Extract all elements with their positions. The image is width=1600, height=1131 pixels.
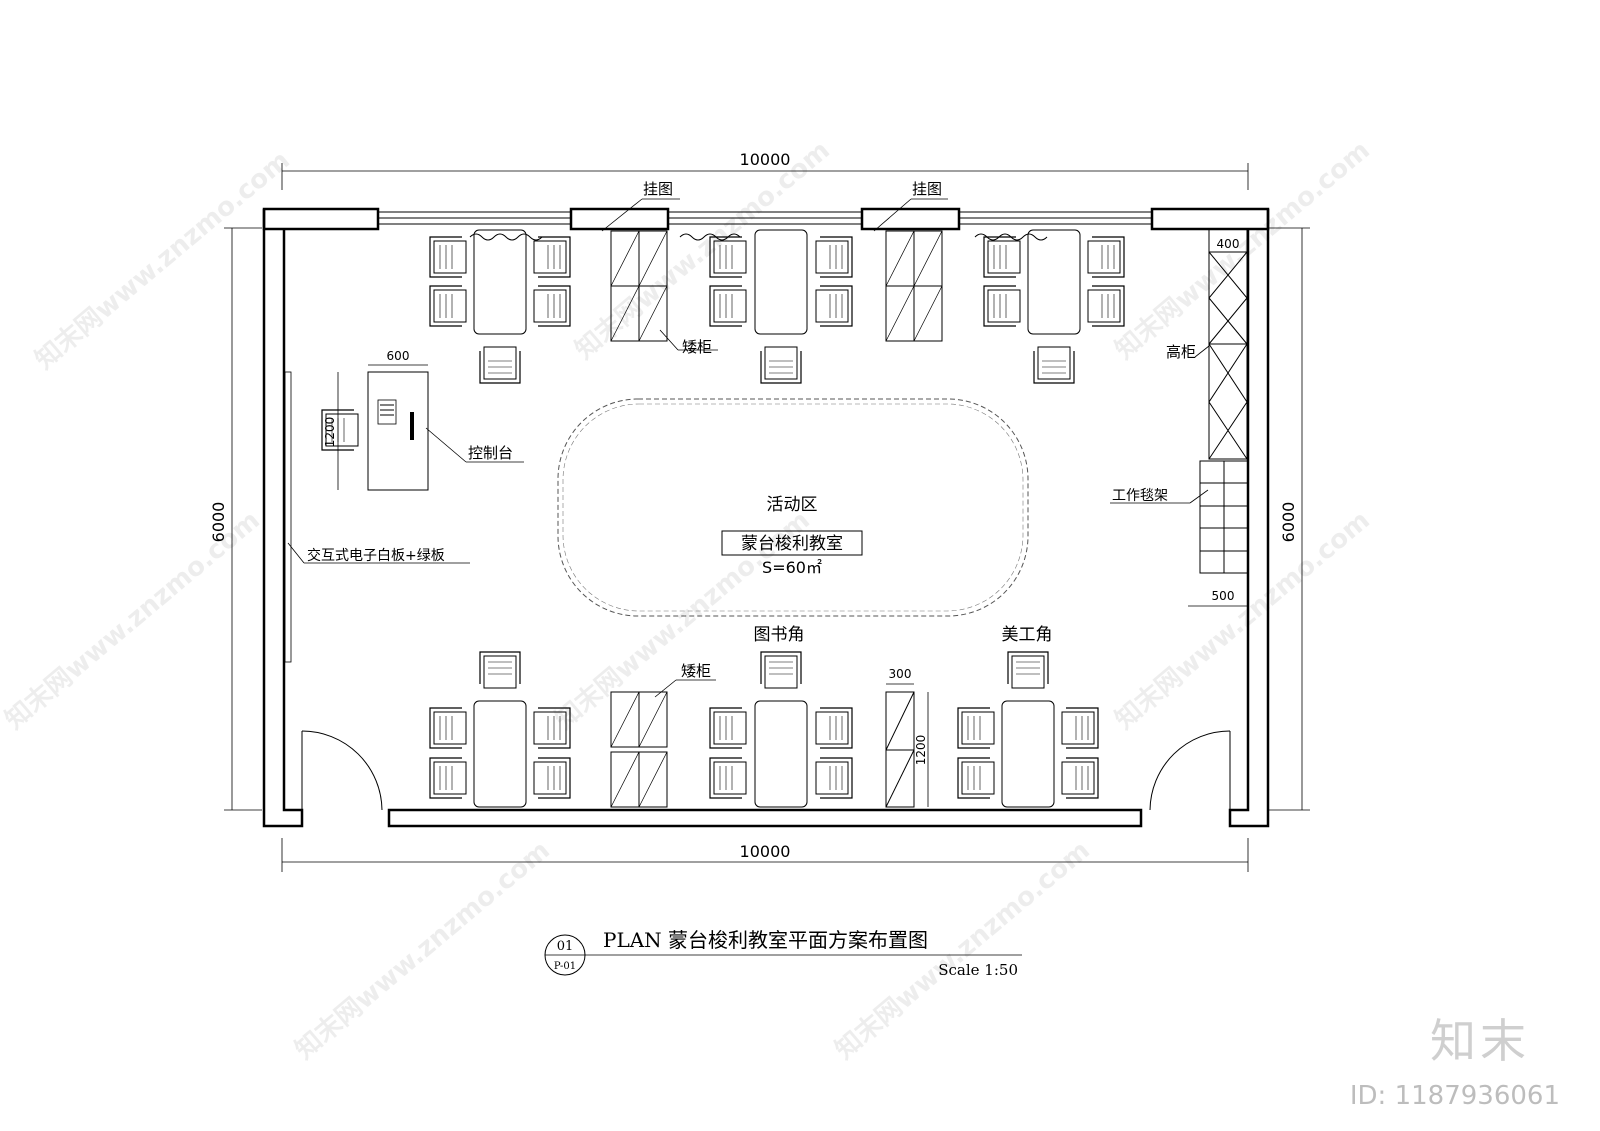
title-text: PLAN 蒙台梭利教室平面方案布置图	[603, 928, 928, 952]
small-cabinet-width: 300	[889, 667, 912, 681]
classroom-area: S=60㎡	[762, 558, 822, 577]
top-low-cabinet-right	[885, 230, 943, 342]
bottom-middle-table-group	[709, 651, 853, 808]
desk-length-dim: 1200	[323, 417, 337, 448]
tall-cabinet: 400 高柜	[1166, 228, 1248, 460]
art-corner-label: 美工角	[1002, 625, 1053, 645]
top-low-cabinet-left	[610, 230, 668, 342]
top-dimension-text: 10000	[740, 150, 791, 169]
desk-width-dim: 600	[387, 349, 410, 363]
tall-cabinet-depth: 400	[1217, 237, 1240, 251]
rug-rack-depth: 500	[1212, 589, 1235, 603]
hanging-picture-left-label: 挂图	[643, 180, 673, 198]
top-right-table-group	[983, 229, 1125, 384]
tall-cabinet-label: 高柜	[1166, 343, 1196, 361]
hanging-picture-right-callout: 挂图	[873, 180, 948, 232]
rug-rack: 500 工作毯架	[1110, 460, 1249, 607]
book-corner-label: 图书角	[754, 625, 805, 645]
top-left-table-group	[429, 229, 571, 384]
left-dimension: 6000	[209, 227, 262, 811]
activity-area-label: 活动区	[767, 495, 818, 515]
hanging-picture-left-callout: 挂图	[601, 180, 680, 232]
title-sheet: P-01	[554, 961, 576, 972]
right-dimension-text: 6000	[1279, 502, 1298, 543]
bottom-dimension-text: 10000	[740, 842, 791, 861]
title-scale: Scale 1:50	[938, 961, 1018, 979]
low-cabinet-bottom-label: 矮柜	[681, 662, 711, 680]
title-number: 01	[557, 939, 574, 954]
top-dimension: 10000	[281, 150, 1249, 190]
whiteboard-callout: 交互式电子白板+绿板	[287, 542, 470, 564]
walls	[262, 207, 1270, 828]
top-middle-table-group	[709, 229, 853, 384]
activity-area: 活动区 蒙台梭利教室 S=60㎡	[557, 398, 1029, 617]
bottom-dimension: 10000	[281, 838, 1249, 872]
low-cabinet-top-callout: 矮柜	[659, 329, 718, 356]
small-cabinet-length: 1200	[914, 735, 928, 766]
classroom-name: 蒙台梭利教室	[741, 534, 843, 554]
hanging-picture-right-label: 挂图	[912, 180, 942, 198]
control-desk: 600 1200 控制台	[321, 349, 524, 491]
left-dimension-text: 6000	[209, 502, 228, 543]
brand-logo: 知末	[1430, 1014, 1530, 1068]
bottom-low-cabinet: 矮柜	[610, 662, 716, 808]
rug-rack-label: 工作毯架	[1112, 488, 1168, 504]
bottom-left-table-group	[429, 651, 571, 808]
whiteboard-label: 交互式电子白板+绿板	[307, 547, 445, 564]
right-dimension: 6000	[1268, 227, 1310, 811]
control-desk-label: 控制台	[468, 444, 513, 462]
image-id: ID: 1187936061	[1349, 1081, 1560, 1111]
title-block: 01 P-01 PLAN 蒙台梭利教室平面方案布置图 Scale 1:50	[544, 928, 1022, 979]
small-cabinet: 300 1200	[885, 667, 929, 808]
low-cabinet-top-label: 矮柜	[682, 338, 712, 356]
bottom-right-table-group	[957, 651, 1099, 808]
